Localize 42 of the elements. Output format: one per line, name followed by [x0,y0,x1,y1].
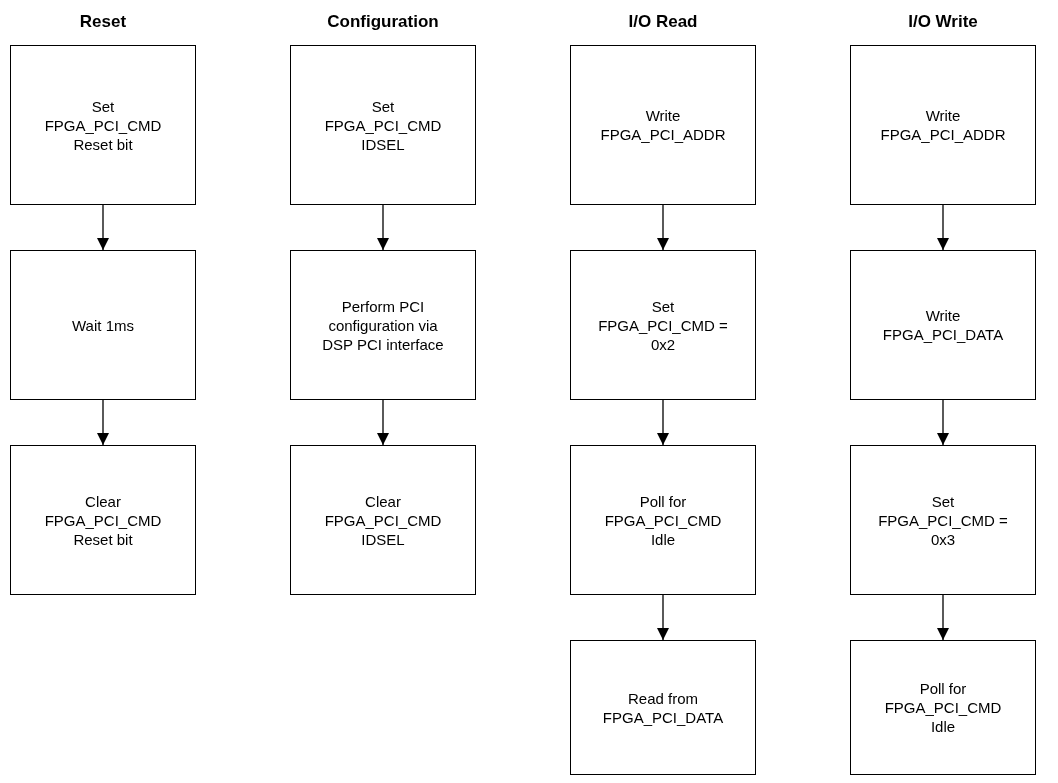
process-box [10,45,196,205]
process-box [10,445,196,595]
arrow [377,204,389,251]
process-box [570,250,756,400]
process-box [850,640,1036,775]
process-box [290,250,476,400]
step-text: Perform PCI configuration via DSP PCI interface [321,296,445,354]
process-box [10,250,196,400]
arrow [377,399,389,446]
process-box [570,640,756,775]
step-text: Write FPGA_PCI_DATA [881,306,1005,344]
process-box [290,445,476,595]
step-text: Set FPGA_PCI_CMD = 0x3 [877,491,1009,549]
arrow [97,399,109,446]
step-text: Poll for FPGA_PCI_CMD Idle [883,679,1003,736]
step-text: Clear FPGA_PCI_CMD IDSEL [323,491,443,549]
arrow [657,399,669,446]
column-heading: Reset [79,12,127,32]
step-text: Write FPGA_PCI_ADDR [599,106,727,144]
process-box [570,445,756,595]
step-text: Clear FPGA_PCI_CMD Reset bit [43,491,163,549]
step-text: Read from FPGA_PCI_DATA [601,688,725,727]
step-text: Wait 1ms [71,315,135,335]
process-box [850,250,1036,400]
process-box [290,45,476,205]
step-text: Set FPGA_PCI_CMD IDSEL [323,96,443,154]
arrow [937,204,949,251]
column-heading: I/O Write [908,12,978,32]
step-text: Write FPGA_PCI_ADDR [879,106,1007,144]
process-box [570,45,756,205]
step-text: Set FPGA_PCI_CMD = 0x2 [597,296,729,354]
process-box [850,45,1036,205]
column-heading: I/O Read [628,12,698,32]
arrow [657,204,669,251]
arrow [657,594,669,641]
column-heading: Configuration [327,12,439,32]
step-text: Poll for FPGA_PCI_CMD Idle [603,491,723,549]
arrow [937,399,949,446]
process-box [850,445,1036,595]
arrow [97,204,109,251]
step-text: Set FPGA_PCI_CMD Reset bit [43,96,163,154]
arrow [937,594,949,641]
